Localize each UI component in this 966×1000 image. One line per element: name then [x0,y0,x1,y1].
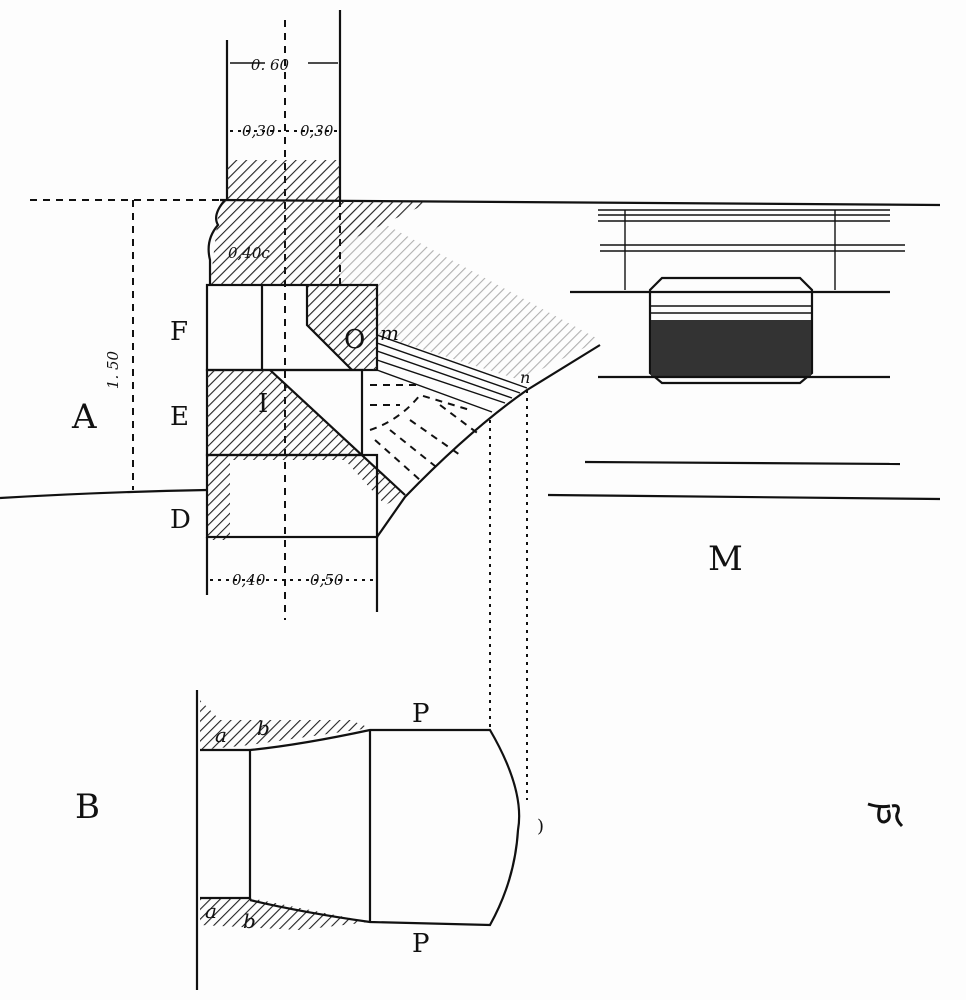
dim-height: 1. 50 [104,350,122,389]
dim-base-left: 0,40 [232,571,266,589]
label-m: M [708,539,743,579]
dim-cornice: 0,40c [228,244,270,262]
dim-half-right: 0,30 [300,122,334,140]
label-b: B [75,787,100,827]
dim-wall-width: 0. 60 [251,56,290,74]
label-a: A [71,397,97,437]
fan-lines [369,334,528,481]
section-a [0,10,941,800]
dim-half-left: 0,30 [242,122,276,140]
label-e: E [170,402,189,432]
section-b [195,690,521,990]
signature-monogram [867,802,904,828]
label-n: n [520,368,530,387]
label-i: I [258,389,268,419]
label-a-bottom: a [205,899,217,923]
label-m-small: m [380,321,399,345]
dim-base-right: 0,50 [310,571,344,589]
label-b-bottom: b [243,909,256,933]
label-p-bottom: P [412,929,430,959]
label-f: F [170,317,188,347]
label-b-top: b [257,716,270,740]
section-m [547,209,941,501]
label-a-top: a [215,723,227,747]
label-c: ) [537,816,544,837]
label-p-top: P [412,699,430,729]
label-d: D [170,505,191,535]
label-o: O [344,325,365,355]
